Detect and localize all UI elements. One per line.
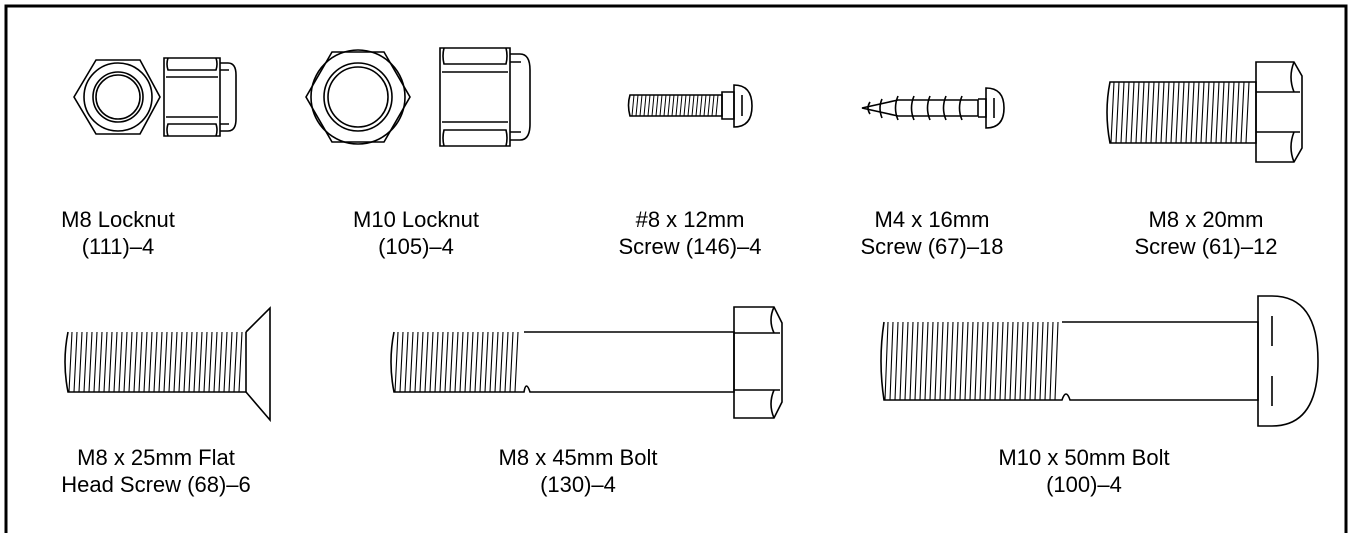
m8x45-bolt-part-qty: (130)–4 [540, 472, 616, 497]
m4x16-screw-name: M4 x 16mm [874, 207, 990, 232]
m8-locknut-label: M8 Locknut (111)–4 [61, 206, 175, 260]
chart-border [6, 6, 1346, 533]
m8x25-flat-head-screw-part-qty: Head Screw (68)–6 [61, 472, 251, 497]
8x12-screw-name: #8 x 12mm [635, 207, 745, 232]
8x12-screw-icon [629, 85, 753, 127]
m8x20-screw-name: M8 x 20mm [1148, 207, 1264, 232]
m10x50-bolt-name: M10 x 50mm Bolt [998, 445, 1170, 470]
m8x20-screw-part-qty: Screw (61)–12 [1134, 234, 1278, 259]
m4x16-screw-icon [862, 88, 1004, 128]
m10x50-bolt-part-qty: (100)–4 [1046, 472, 1122, 497]
m4x16-screw-label: M4 x 16mm Screw (67)–18 [860, 206, 1003, 260]
m8-locknut-name: M8 Locknut [61, 207, 175, 232]
m8x25-flat-head-screw-name: M8 x 25mm Flat [77, 445, 235, 470]
m8x25-flat-head-screw-label: M8 x 25mm Flat Head Screw (68)–6 [61, 444, 251, 498]
m10-locknut-label: M10 Locknut (105)–4 [353, 206, 479, 260]
m4x16-screw-part-qty: Screw (67)–18 [860, 234, 1004, 259]
m8x45-bolt-label: M8 x 45mm Bolt (130)–4 [499, 444, 658, 498]
m8-locknut-icon [74, 58, 236, 136]
m8x45-bolt-icon [391, 307, 782, 418]
m8-locknut-part-qty: (111)–4 [81, 234, 155, 259]
8x12-screw-label: #8 x 12mm Screw (146)–4 [618, 206, 761, 260]
8x12-screw-part-qty: Screw (146)–4 [618, 234, 762, 259]
m8x45-bolt-name: M8 x 45mm Bolt [498, 445, 658, 470]
m8x25-flat-head-screw-icon [65, 308, 270, 420]
m10x50-bolt-icon [881, 296, 1318, 426]
m8x20-screw-label: M8 x 20mm Screw (61)–12 [1134, 206, 1277, 260]
m10-locknut-icon [306, 48, 530, 146]
m10-locknut-name: M10 Locknut [353, 207, 479, 232]
m10x50-bolt-label: M10 x 50mm Bolt (100)–4 [998, 444, 1169, 498]
m10-locknut-part-qty: (105)–4 [378, 234, 454, 259]
m8x20-screw-icon [1107, 62, 1302, 162]
